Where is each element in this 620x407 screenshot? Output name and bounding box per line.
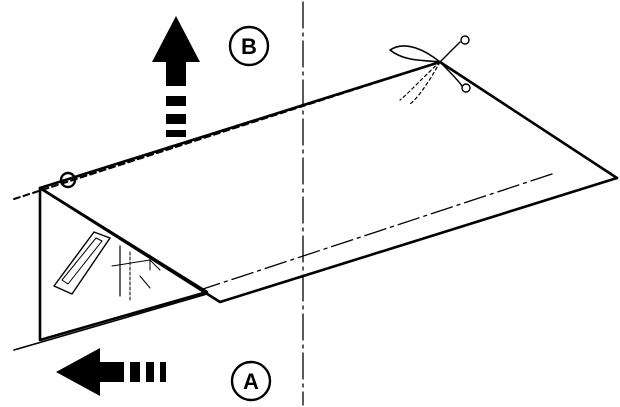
label-b-badge: B [228, 25, 270, 67]
arrow-up-icon [152, 16, 200, 137]
front-flap [38, 186, 209, 342]
label-a-badge: A [230, 360, 272, 402]
arrow-left-icon [56, 348, 166, 396]
ring-icon [59, 171, 77, 189]
ground-line [13, 293, 208, 351]
label-b-text: B [241, 34, 257, 59]
label-a-text: A [243, 369, 259, 394]
mechanism-sketch [53, 231, 161, 301]
scissors-icon [389, 35, 471, 105]
sheet-centerline [199, 173, 553, 291]
fold-line-dashed [13, 61, 441, 200]
